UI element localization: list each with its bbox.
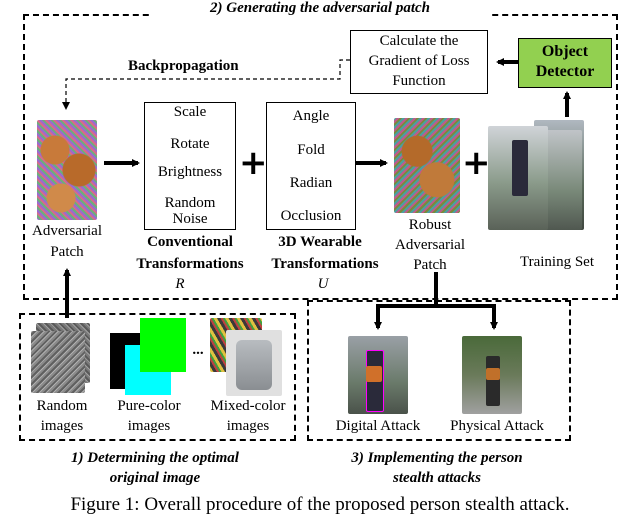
figure-caption: Figure 1: Overall procedure of the propo… [70,494,570,515]
random-image-front [31,331,85,393]
pure-label-line2: images [127,418,171,434]
mixed-label-line1: Mixed-color [210,398,286,414]
detector-line1: Object [541,43,589,60]
robust-label-line1: Robust [408,217,452,233]
wearable-transformations-box: Angle Fold Radian Occlusion [266,102,356,230]
physical-attack-patch [486,368,500,380]
robust-label-line2: Adversarial [395,237,465,253]
patch-label-line1: Adversarial [32,223,102,239]
loss-line1: Calculate the [379,33,459,49]
conventional-label-line1: Conventional [147,234,233,250]
robust-patch-image [394,118,460,213]
object-detector-box: Object Detector [518,38,612,88]
determining-title-line1: 1) Determining the optimal [71,450,239,466]
adversarial-patch-image [37,120,97,220]
loss-function-box: Calculate the Gradient of Loss Function [350,30,488,94]
wearable-label-line2: Transformations [271,256,379,272]
wearable-label-line1: 3D Wearable [278,234,362,250]
plus-icon-2: + [462,143,491,183]
conventional-label-line2: Transformations [136,256,244,272]
wear-item-radian: Radian [289,175,333,191]
conventional-transformations-box: Scale Rotate Brightness Random Noise [144,102,236,230]
training-person-figure [512,140,528,196]
wear-item-fold: Fold [297,142,325,158]
arrow-backpropagation [62,59,350,110]
ellipsis: ... [192,342,204,358]
backpropagation-label: Backpropagation [128,58,239,74]
plus-icon-1: + [239,143,268,183]
generating-title: 2) Generating the adversarial patch [150,0,490,17]
pure-label-line1: Pure-color [117,398,181,414]
backpack-figure [236,340,272,390]
wearable-symbol: U [317,276,329,292]
detector-line2: Detector [535,63,595,80]
implementing-section [307,300,571,441]
training-set-label: Training Set [519,254,595,270]
conv-item-random: Random [164,195,216,211]
loss-line3: Function [392,73,446,89]
conv-item-scale: Scale [173,104,207,120]
conventional-symbol: R [175,276,185,292]
digital-attack-label: Digital Attack [335,418,421,434]
digital-attack-patch [366,366,382,382]
robust-label-line3: Patch [413,257,447,273]
wear-item-occlusion: Occlusion [280,208,342,224]
conv-item-brightness: Brightness [157,164,223,180]
determining-title-line2: original image [109,470,201,486]
physical-attack-person [486,356,500,406]
conv-item-noise: Noise [172,211,208,227]
pure-color-green [140,318,186,372]
conv-item-rotate: Rotate [170,136,210,152]
implementing-title-line1: 3) Implementing the person [351,450,523,466]
physical-attack-label: Physical Attack [450,418,544,434]
wear-item-angle: Angle [292,108,330,124]
patch-label-line2: Patch [50,244,84,260]
random-label-line2: images [40,418,84,434]
mixed-label-line2: images [226,418,270,434]
determining-section [19,313,296,441]
loss-line2: Gradient of Loss [368,53,470,69]
implementing-title-line2: stealth attacks [393,470,481,486]
random-label-line1: Random [36,398,88,414]
